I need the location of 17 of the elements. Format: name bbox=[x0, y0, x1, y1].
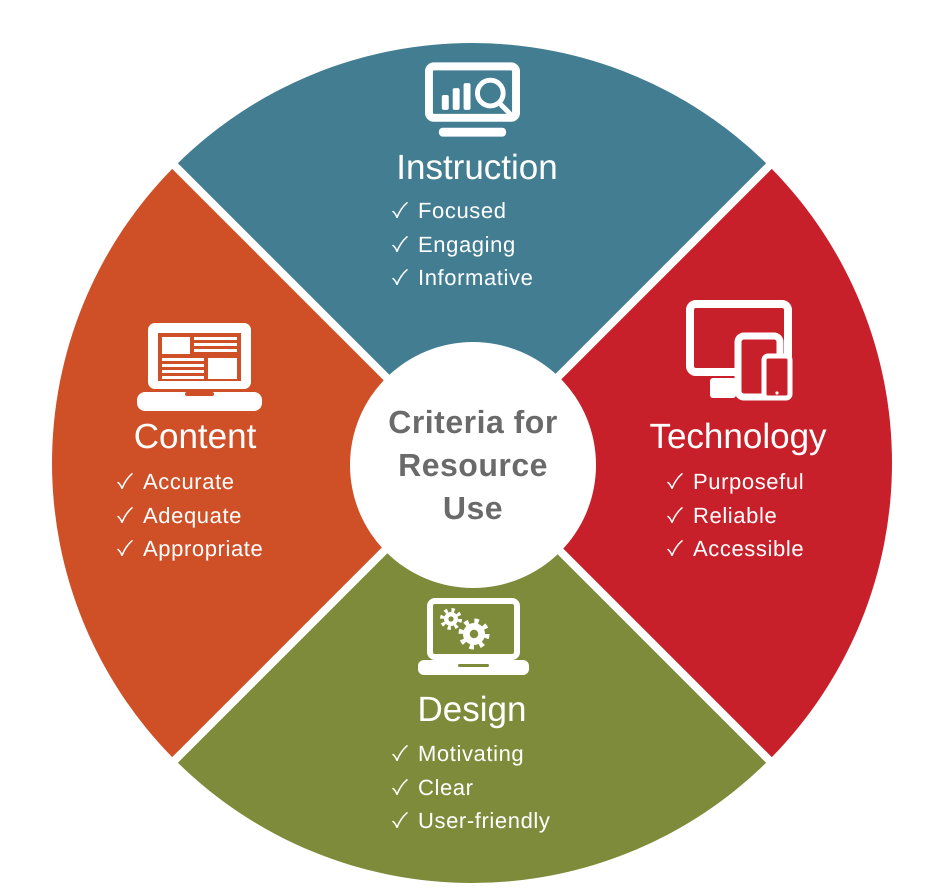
segment-heading: Instruction bbox=[396, 148, 558, 188]
segment-heading: Design bbox=[418, 690, 526, 730]
criterion-label: Accessible bbox=[693, 536, 804, 562]
criterion-label: Accurate bbox=[143, 469, 235, 495]
segment-heading: Technology bbox=[649, 417, 827, 457]
criterion-label: Purposeful bbox=[693, 469, 804, 495]
circle-title: Criteria for Resource Use bbox=[387, 402, 559, 528]
criterion-label: Clear bbox=[418, 774, 474, 800]
criterion-label: Adequate bbox=[143, 502, 242, 528]
criterion-label: Reliable bbox=[693, 502, 778, 528]
criterion-label: Engaging bbox=[418, 232, 516, 258]
criterion-label: Motivating bbox=[418, 741, 524, 767]
criterion-label: User-friendly bbox=[418, 808, 550, 834]
criterion-label: Focused bbox=[418, 198, 507, 224]
segment-heading: Content bbox=[134, 417, 256, 457]
criterion-label: Appropriate bbox=[143, 536, 264, 562]
criterion-label: Informative bbox=[418, 265, 534, 291]
